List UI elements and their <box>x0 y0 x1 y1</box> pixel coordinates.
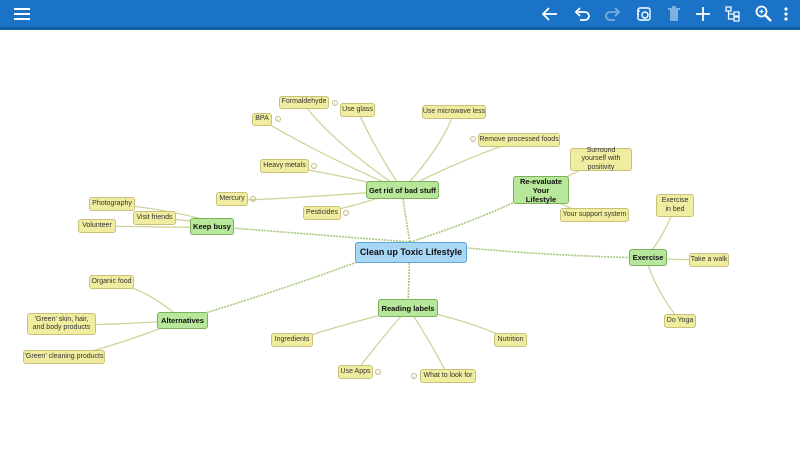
leaf-heavy-metals[interactable]: Heavy metals <box>260 159 309 173</box>
leaf-green-skin-hair-body-products[interactable]: 'Green' skin, hair, and body products <box>27 313 96 335</box>
app-toolbar <box>0 0 800 30</box>
branch-alternatives[interactable]: Alternatives <box>157 312 208 329</box>
tree-view-button[interactable] <box>721 0 745 27</box>
note-icon[interactable]: i <box>411 373 417 379</box>
leaf-remove-processed-foods[interactable]: Remove processed foods <box>478 133 560 147</box>
branch-get-rid-of-bad-stuff[interactable]: Get rid of bad stuff <box>366 181 439 199</box>
leaf-use-apps[interactable]: Use Apps <box>338 365 373 379</box>
leaf-pesticides[interactable]: Pesticides <box>303 206 341 220</box>
back-arrow-icon <box>542 6 557 21</box>
leaf-take-a-walk[interactable]: Take a walk <box>689 253 729 267</box>
branch-re-evaluate-lifestyle[interactable]: Re-evaluate Your Lifestyle <box>513 176 569 204</box>
tree-view-icon <box>725 5 740 22</box>
add-node-button[interactable] <box>691 0 715 27</box>
note-icon[interactable]: i <box>275 116 281 122</box>
leaf-use-glass[interactable]: Use glass <box>340 103 375 117</box>
note-icon[interactable]: i <box>375 369 381 375</box>
redo-button[interactable] <box>601 0 625 27</box>
add-icon <box>696 6 710 21</box>
attachment-button[interactable] <box>632 0 656 27</box>
leaf-surround-yourself[interactable]: Surround yourself with positivity <box>570 147 632 171</box>
leaf-nutrition[interactable]: Nutrition <box>494 333 527 347</box>
note-icon[interactable]: i <box>250 196 256 202</box>
leaf-visit-friends[interactable]: Visit friends <box>133 211 176 225</box>
branch-keep-busy[interactable]: Keep busy <box>190 218 234 235</box>
search-icon <box>755 5 772 22</box>
leaf-exercise-in-bed[interactable]: Exercise in bed <box>656 194 694 217</box>
search-button[interactable] <box>751 0 775 27</box>
menu-button[interactable] <box>8 0 36 27</box>
leaf-mercury[interactable]: Mercury <box>216 192 248 206</box>
mindmap-connections <box>59 103 709 377</box>
note-icon[interactable]: i <box>311 163 317 169</box>
leaf-bpa[interactable]: BPA <box>252 113 272 126</box>
delete-button[interactable] <box>662 0 686 27</box>
note-icon[interactable]: i <box>343 210 349 216</box>
leaf-what-to-look-for[interactable]: What to look for <box>420 369 476 383</box>
back-button[interactable] <box>538 0 562 27</box>
undo-button[interactable] <box>570 0 594 27</box>
leaf-volunteer[interactable]: Volunteer <box>78 219 116 233</box>
leaf-do-yoga[interactable]: Do Yoga <box>664 314 696 328</box>
leaf-photography[interactable]: Photography <box>89 197 135 211</box>
attachment-icon <box>637 6 651 21</box>
note-icon[interactable]: i <box>332 100 338 106</box>
mindmap-canvas[interactable]: Clean up Toxic Lifestyle Get rid of bad … <box>0 30 800 450</box>
leaf-formaldehyde[interactable]: Formaldehyde <box>279 96 329 109</box>
branch-exercise[interactable]: Exercise <box>629 249 667 266</box>
branch-reading-labels[interactable]: Reading labels <box>378 299 438 317</box>
leaf-use-microwave-less[interactable]: Use microwave less <box>422 105 486 119</box>
more-vert-icon <box>784 6 788 21</box>
leaf-support-system[interactable]: Your support system <box>560 208 629 222</box>
overflow-menu-button[interactable] <box>778 0 794 27</box>
menu-icon <box>14 7 30 20</box>
trash-icon <box>668 5 680 21</box>
leaf-green-cleaning-products[interactable]: 'Green' cleaning products <box>23 350 105 364</box>
undo-icon <box>574 6 590 21</box>
note-icon[interactable]: i <box>470 136 476 142</box>
leaf-organic-food[interactable]: Organic food <box>89 275 134 289</box>
root-node[interactable]: Clean up Toxic Lifestyle <box>355 242 467 263</box>
redo-icon <box>605 6 621 21</box>
leaf-ingredients[interactable]: Ingredients <box>271 333 313 347</box>
